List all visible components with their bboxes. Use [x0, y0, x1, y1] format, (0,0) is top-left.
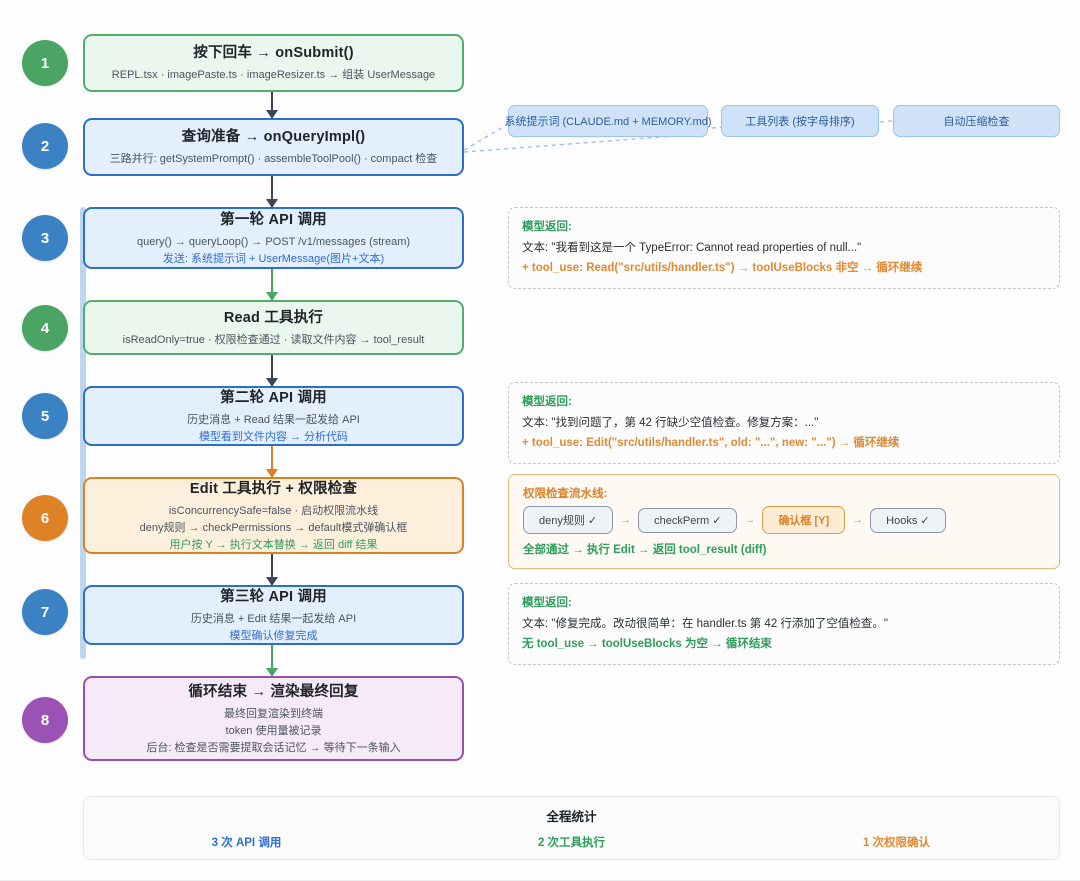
step-title: 按下回车 → onSubmit() [193, 45, 354, 62]
permission-chip-check-perm[interactable]: checkPerm ✓ [638, 507, 738, 533]
fanout-label: 系统提示词 (CLAUDE.md + MEMORY.md) [504, 116, 712, 128]
annotation-text: 文本: "找到问题了，第 42 行缺少空值检查。修复方案：..." [522, 417, 819, 429]
step-title: 第一轮 API 调用 [220, 211, 327, 228]
step-title: 循环结束 → 渲染最终回复 [188, 683, 359, 700]
step-badge-label: 5 [40, 407, 50, 425]
annotation-text: 文本: "我看到这是一个 TypeError: Cannot read prop… [522, 242, 862, 254]
chip-arrow-icon: → [744, 514, 756, 526]
step-badge-3: 3 [22, 215, 68, 261]
permission-chip-confirm-dialog[interactable]: 确认框 [Y] [762, 506, 846, 534]
arrow-6-7 [266, 554, 278, 586]
fanout-box-tool-list[interactable]: 工具列表 (按字母排序) [721, 105, 879, 137]
step-line-emphasis: 模型确认修复完成 [229, 630, 318, 642]
chip-label: checkPerm ✓ [654, 514, 722, 527]
step-badge-label: 8 [40, 711, 50, 729]
step-node-3[interactable]: 第一轮 API 调用 query() → queryLoop() → POST … [83, 207, 464, 269]
annotation-tool-use: + tool_use: Read("src/utils/handler.ts")… [522, 261, 923, 274]
stat-api-calls: 3 次 API 调用 [211, 837, 282, 849]
step-line: 最终回复渲染到终端 [224, 707, 323, 720]
step-badge-4: 4 [22, 305, 68, 351]
annotation-round2: 模型返回: 文本: "找到问题了，第 42 行缺少空值检查。修复方案：..." … [508, 382, 1060, 465]
annotation-round3: 模型返回: 文本: "修复完成。改动很简单：在 handler.ts 第 42 … [508, 583, 1060, 666]
step-badge-8: 8 [22, 697, 68, 743]
step-line: 历史消息 + Edit 结果一起发给 API [190, 612, 357, 625]
chip-label: 确认框 [Y] [778, 515, 830, 527]
step-line: query() → queryLoop() → POST /v1/message… [136, 235, 411, 248]
annotation-heading: 模型返回: [522, 221, 572, 233]
annotation-text: 文本: "修复完成。改动很简单：在 handler.ts 第 42 行添加了空值… [522, 618, 888, 630]
step-badge-label: 6 [40, 509, 50, 527]
step-line: 三路并行: getSystemPrompt() · assembleToolPo… [109, 153, 438, 166]
step-badge-label: 1 [40, 54, 50, 72]
step-badge-1: 1 [22, 40, 68, 86]
step-node-7[interactable]: 第三轮 API 调用 历史消息 + Edit 结果一起发给 API 模型确认修复… [83, 585, 464, 645]
step-badge-label: 7 [40, 603, 50, 621]
stats-row: 3 次 API 调用 2 次工具执行 1 次权限确认 [84, 834, 1059, 850]
step-node-2[interactable]: 查询准备 → onQueryImpl() 三路并行: getSystemProm… [83, 118, 464, 176]
step-title: 第二轮 API 调用 [220, 389, 327, 406]
permission-chip-deny-rule[interactable]: deny规则 ✓ [523, 506, 614, 534]
step-node-5[interactable]: 第二轮 API 调用 历史消息 + Read 结果一起发给 API 模型看到文件… [83, 386, 464, 446]
permission-chip-row: deny规则 ✓ → checkPerm ✓ → 确认框 [Y] → Hooks… [523, 506, 1045, 534]
fanout-box-system-prompt[interactable]: 系统提示词 (CLAUDE.md + MEMORY.md) [504, 105, 712, 137]
arrow-2-3 [266, 176, 278, 208]
step-line: deny规则 → checkPermissions → default模式弹确认… [139, 521, 408, 534]
step-badge-label: 4 [40, 319, 50, 337]
fanout-box-auto-compact[interactable]: 自动压缩检查 [893, 105, 1060, 137]
chip-label: Hooks ✓ [886, 514, 930, 527]
step-node-1[interactable]: 按下回车 → onSubmit() REPL.tsx · imagePaste.… [83, 34, 464, 92]
chip-arrow-icon: → [620, 514, 632, 526]
annotation-permission-pipeline: 权限检查流水线: deny规则 ✓ → checkPerm ✓ → 确认框 [Y… [508, 474, 1060, 569]
step-node-6[interactable]: Edit 工具执行 + 权限检查 isConcurrencySafe=false… [83, 477, 464, 554]
annotation-tool-use: 无 tool_use → toolUseBlocks 为空 → 循环结束 [522, 637, 772, 650]
stat-permission-confirms: 1 次权限确认 [862, 837, 931, 849]
chip-label: deny规则 ✓ [539, 515, 598, 527]
step-line-emphasis: 模型看到文件内容 → 分析代码 [198, 431, 349, 443]
step-title: Read 工具执行 [223, 309, 324, 326]
step-badge-5: 5 [22, 393, 68, 439]
stat-tool-executions: 2 次工具执行 [537, 837, 606, 849]
step-title: Edit 工具执行 + 权限检查 [189, 480, 358, 497]
step-badge-2: 2 [22, 123, 68, 169]
step-badge-label: 3 [40, 229, 50, 247]
annotation-heading: 模型返回: [522, 396, 572, 408]
annotation-tool-use: + tool_use: Edit("src/utils/handler.ts",… [522, 436, 900, 449]
permission-chip-hooks[interactable]: Hooks ✓ [870, 507, 946, 533]
step-line: isConcurrencySafe=false · 启动权限流水线 [168, 504, 379, 517]
step-line: 历史消息 + Read 结果一起发给 API [187, 413, 360, 426]
chip-arrow-icon: → [852, 514, 864, 526]
step-node-8[interactable]: 循环结束 → 渲染最终回复 最终回复渲染到终端 token 使用量被记录 后台:… [83, 676, 464, 761]
arrow-1-2 [266, 92, 278, 119]
permission-footer: 全部通过 → 执行 Edit → 返回 tool_result (diff) [523, 544, 767, 556]
fanout-label: 工具列表 (按字母排序) [745, 116, 855, 128]
step-line: REPL.tsx · imagePaste.ts · imageResizer.… [111, 69, 436, 82]
stats-title: 全程统计 [546, 810, 597, 824]
step-badge-7: 7 [22, 589, 68, 635]
step-node-4[interactable]: Read 工具执行 isReadOnly=true · 权限检查通过 · 读取文… [83, 300, 464, 355]
arrow-5-6 [266, 446, 278, 478]
step-line: isReadOnly=true · 权限检查通过 · 读取文件内容 → tool… [122, 333, 425, 346]
arrow-7-8 [266, 645, 278, 677]
summary-stats-panel: 全程统计 3 次 API 调用 2 次工具执行 1 次权限确认 [83, 796, 1060, 860]
step-line-emphasis: 发送: 系统提示词 + UserMessage(图片+文本) [162, 253, 385, 265]
fanout-label: 自动压缩检查 [943, 116, 1010, 128]
annotation-heading: 权限检查流水线: [523, 488, 608, 500]
arrow-3-4 [266, 269, 278, 301]
annotation-heading: 模型返回: [522, 597, 572, 609]
step-badge-6: 6 [22, 495, 68, 541]
step-title: 查询准备 → onQueryImpl() [181, 129, 366, 146]
step-line: 后台: 检查是否需要提取会话记忆 → 等待下一条输入 [146, 742, 401, 755]
arrow-4-5 [266, 355, 278, 387]
step-title: 第三轮 API 调用 [220, 588, 327, 605]
step-line: token 使用量被记录 [225, 724, 322, 737]
step-line-emphasis: 用户按 Y → 执行文本替换 → 返回 diff 结果 [169, 539, 378, 552]
annotation-round1: 模型返回: 文本: "我看到这是一个 TypeError: Cannot rea… [508, 207, 1060, 290]
step-badge-label: 2 [40, 137, 50, 155]
